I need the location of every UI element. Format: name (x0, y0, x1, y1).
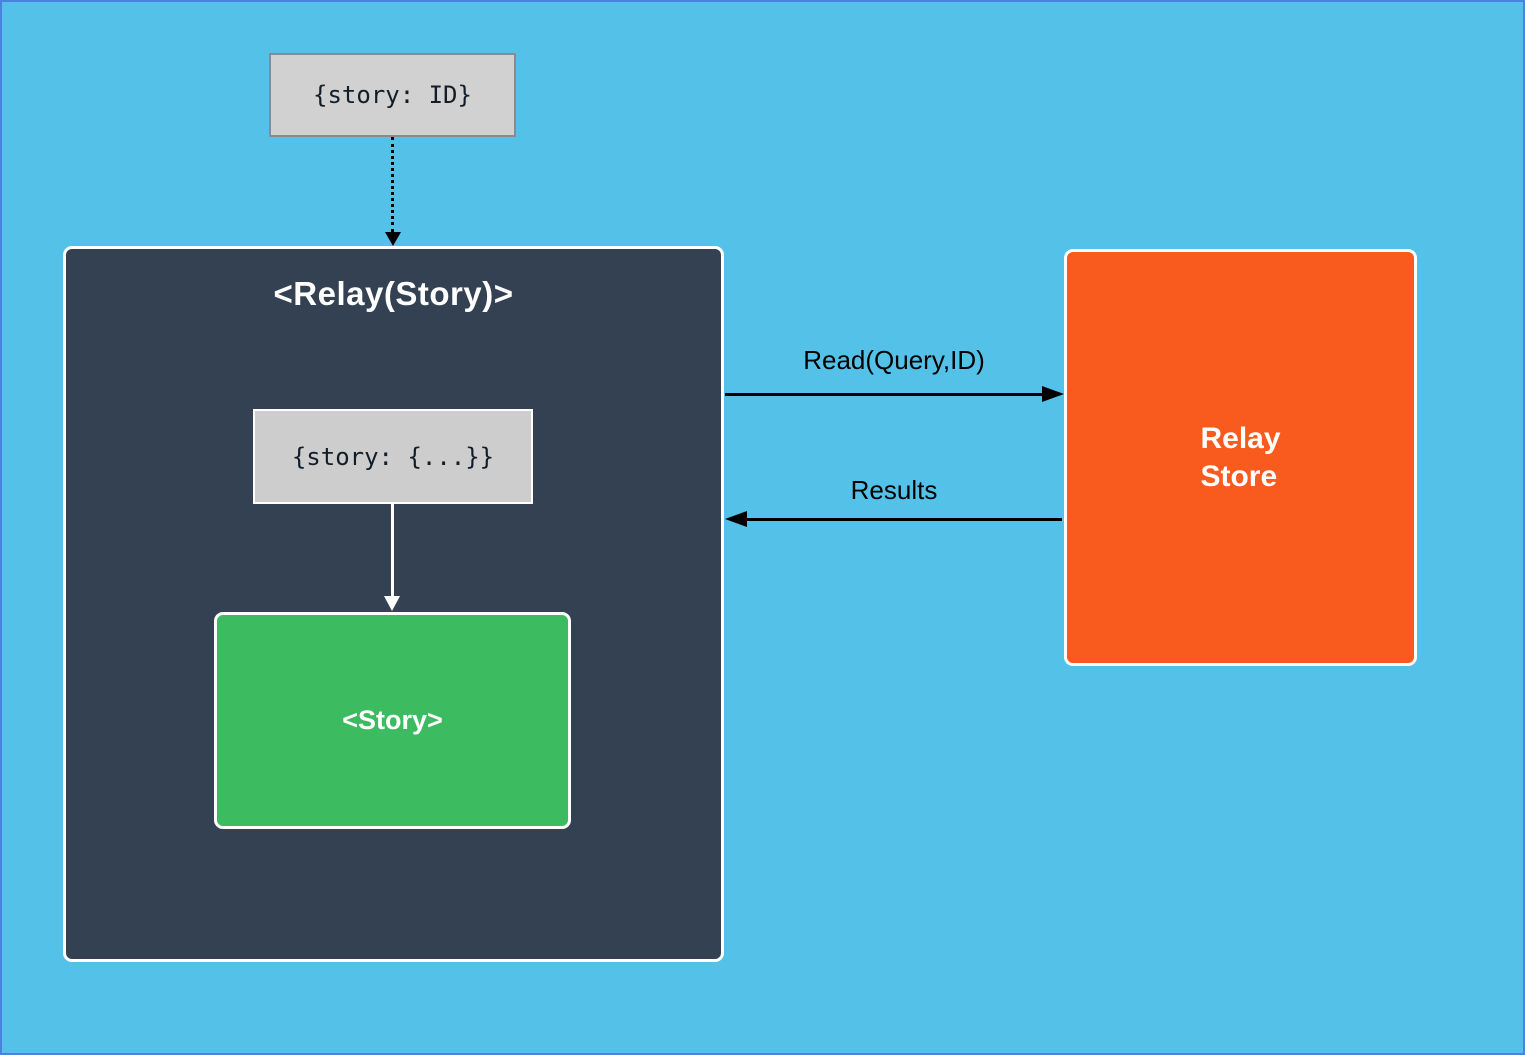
read-arrow-head (1042, 386, 1064, 402)
results-edge-label: Results (850, 475, 938, 505)
node-story-component: <Story> (214, 612, 571, 829)
story-component-label: <Story> (342, 705, 443, 735)
node-props-input: {story: ID} (269, 53, 516, 137)
relay-store-label-line2: Store (1200, 459, 1278, 493)
read-arrow-line (725, 393, 1045, 396)
arrow-props-to-relay-line (391, 137, 394, 232)
relay-store-label: Relay Store (1200, 420, 1280, 496)
node-relay-component: <Relay(Story)> {story: {...}} <Story> (63, 246, 724, 962)
relay-store-label-line1: Relay (1200, 421, 1281, 455)
arrow-props-to-story-head (384, 596, 400, 611)
node-relay-store: Relay Store (1064, 249, 1417, 666)
arrow-props-to-relay-head (385, 232, 401, 246)
inner-props-text: {story: {...}} (291, 442, 495, 471)
results-arrow-head (725, 511, 747, 527)
read-edge-label: Read(Query,ID) (803, 345, 985, 375)
results-arrow-line (742, 518, 1062, 521)
relay-component-title: <Relay(Story)> (273, 275, 514, 312)
props-input-text: {story: ID} (313, 81, 472, 109)
arrow-props-to-story-line (391, 504, 394, 596)
node-inner-props: {story: {...}} (253, 409, 533, 504)
